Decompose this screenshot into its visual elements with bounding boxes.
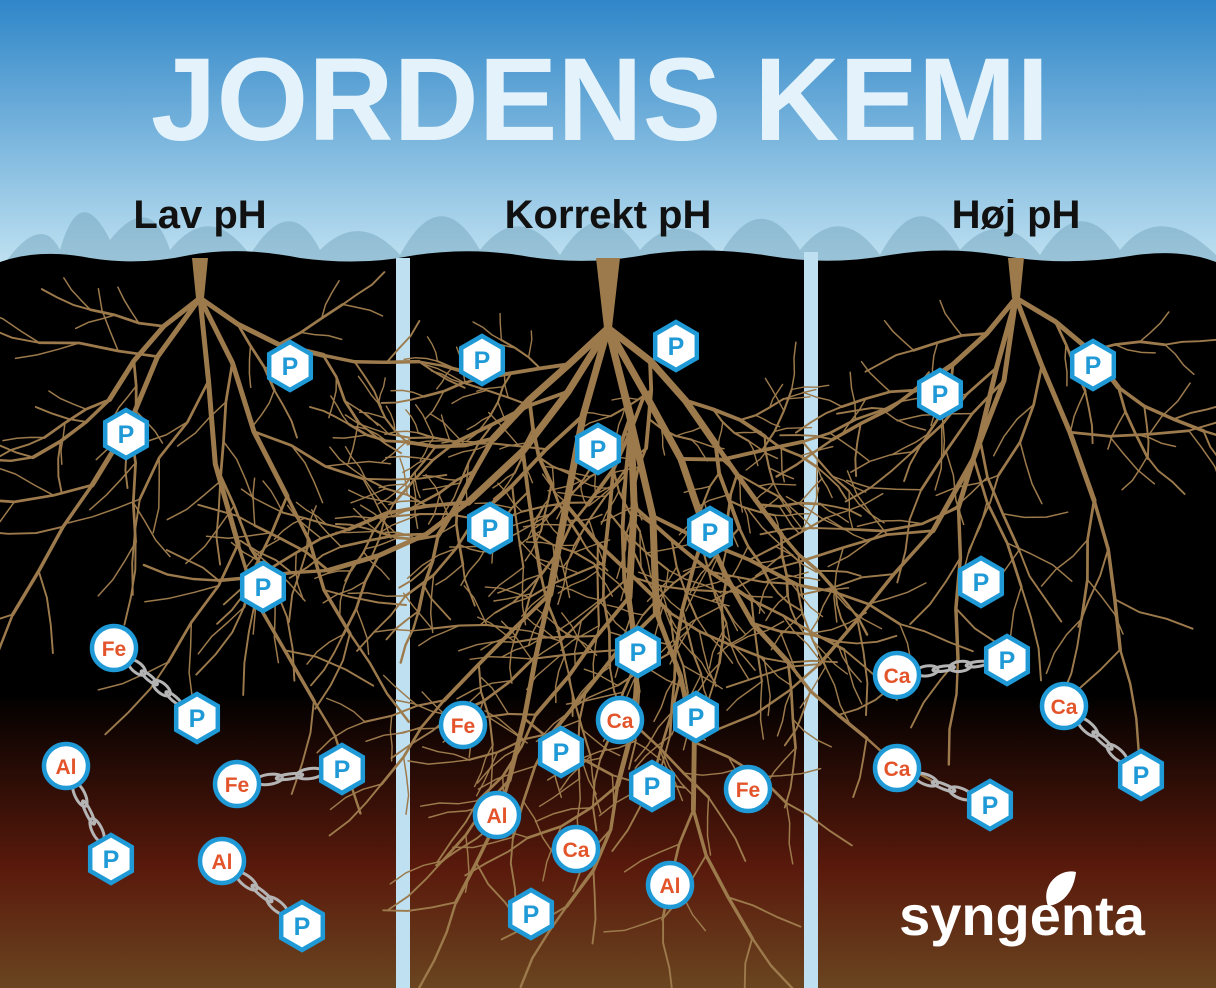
ion-phosphate-p2-11: P	[628, 759, 676, 813]
ion-phosphate-p2-9-label: P	[688, 704, 705, 732]
panel-heading-high-ph: Høj pH	[952, 193, 1081, 237]
bound-al-p1-2-label: Al	[56, 756, 77, 779]
ion-phosphate-p3-3-label: P	[973, 569, 990, 597]
bound-phosphate-p3-3: P	[966, 778, 1014, 832]
ion-phosphate-p2-2: P	[652, 319, 700, 373]
bound-ca-p3-2: Ca	[1039, 681, 1089, 731]
page-title: JORDENS KEMI	[151, 34, 1049, 166]
bound-phosphate-p3-2-label: P	[1133, 762, 1150, 790]
ion-phosphate-p1-2-label: P	[118, 421, 135, 449]
bound-phosphate-p3-2: P	[1117, 748, 1165, 802]
plant-root-3	[711, 258, 1216, 766]
ion-phosphate-p3-3: P	[957, 555, 1005, 609]
ion-phosphate-p2-9: P	[672, 690, 720, 744]
bound-fe-p1-3: Fe	[212, 759, 262, 809]
ion-al-p2-13: Al	[472, 790, 522, 840]
bound-phosphate-p1-1: P	[173, 691, 221, 745]
ion-fe-p2-7: Fe	[438, 700, 488, 750]
bound-al-p1-2: Al	[41, 741, 91, 791]
ion-fe-p2-12-label: Fe	[736, 779, 761, 802]
chains-layer	[71, 658, 1129, 917]
ion-phosphate-p2-1: P	[458, 333, 506, 387]
ion-phosphate-p2-6-label: P	[630, 639, 647, 667]
ion-al-p2-13-label: Al	[487, 805, 508, 828]
ion-phosphate-p2-5-label: P	[702, 519, 719, 547]
ion-fe-p2-12: Fe	[723, 764, 773, 814]
bound-phosphate-p3-1-label: P	[999, 647, 1016, 675]
ion-phosphate-p2-3-label: P	[590, 436, 607, 464]
syngenta-logo: syngenta	[899, 871, 1146, 947]
ion-phosphate-p1-3: P	[239, 560, 287, 614]
ion-phosphate-p1-2: P	[102, 407, 150, 461]
roots-layer	[0, 258, 1216, 988]
bound-phosphate-p1-4-label: P	[294, 913, 311, 941]
bound-phosphate-p1-2: P	[87, 832, 135, 886]
ion-phosphate-p1-1-label: P	[282, 353, 299, 381]
ion-phosphate-p3-1-label: P	[932, 381, 949, 409]
ion-phosphate-p2-3: P	[574, 422, 622, 476]
bound-ca-p3-1: Ca	[872, 650, 922, 700]
sky-background	[0, 0, 1216, 290]
brand-name: syngenta	[899, 884, 1146, 947]
bound-ca-p3-1-label: Ca	[884, 665, 911, 688]
ion-phosphate-p2-6: P	[614, 625, 662, 679]
bound-phosphate-p1-1-label: P	[189, 705, 206, 733]
bound-ca-p3-3-label: Ca	[884, 758, 911, 781]
bound-fe-p1-1: Fe	[89, 623, 139, 673]
bound-ca-p3-3: Ca	[872, 743, 922, 793]
ion-ca-p2-14: Ca	[551, 824, 601, 874]
chain-bond-p1-1	[126, 658, 184, 708]
bound-phosphate-p1-3-label: P	[334, 756, 351, 784]
ion-phosphate-p2-4-label: P	[482, 515, 499, 543]
ion-phosphate-p2-11-label: P	[644, 773, 661, 801]
ion-phosphate-p2-16-label: P	[523, 901, 540, 929]
ion-phosphate-p2-16: P	[507, 887, 555, 941]
ion-phosphate-p3-2: P	[1069, 338, 1117, 392]
ion-phosphate-p1-3-label: P	[255, 574, 272, 602]
bound-fe-p1-1-label: Fe	[102, 638, 127, 661]
bound-phosphate-p3-3-label: P	[982, 792, 999, 820]
bound-al-p1-4: Al	[197, 836, 247, 886]
bound-phosphate-p3-1: P	[983, 633, 1031, 687]
ion-phosphate-p2-10: P	[537, 725, 585, 779]
ion-phosphate-p3-1: P	[916, 367, 964, 421]
ion-phosphate-p2-2-label: P	[668, 333, 685, 361]
panel-heading-low-ph: Lav pH	[133, 193, 266, 237]
bound-phosphate-p1-3: P	[318, 742, 366, 796]
bound-ca-p3-2-label: Ca	[1051, 696, 1078, 719]
ion-ca-p2-8-label: Ca	[607, 710, 634, 733]
ion-phosphate-p1-1: P	[266, 339, 314, 393]
ion-ca-p2-14-label: Ca	[563, 839, 590, 862]
ion-phosphate-p3-2-label: P	[1085, 352, 1102, 380]
ion-phosphate-p2-4: P	[466, 501, 514, 555]
syngenta-leaf-icon	[1046, 871, 1076, 906]
panel-heading-correct-ph: Korrekt pH	[505, 193, 712, 237]
ion-ca-p2-8: Ca	[595, 695, 645, 745]
bound-phosphate-p1-4: P	[278, 899, 326, 953]
ion-al-p2-15-label: Al	[660, 875, 681, 898]
ion-phosphate-p2-10-label: P	[553, 739, 570, 767]
ion-fe-p2-7-label: Fe	[451, 715, 476, 738]
plant-root-2	[142, 258, 974, 988]
ion-phosphate-p2-5: P	[686, 505, 734, 559]
bound-fe-p1-3-label: Fe	[225, 774, 250, 797]
ion-al-p2-15: Al	[645, 860, 695, 910]
bound-phosphate-p1-2-label: P	[103, 846, 120, 874]
ion-phosphate-p2-1-label: P	[474, 347, 491, 375]
bound-al-p1-4-label: Al	[212, 851, 233, 874]
